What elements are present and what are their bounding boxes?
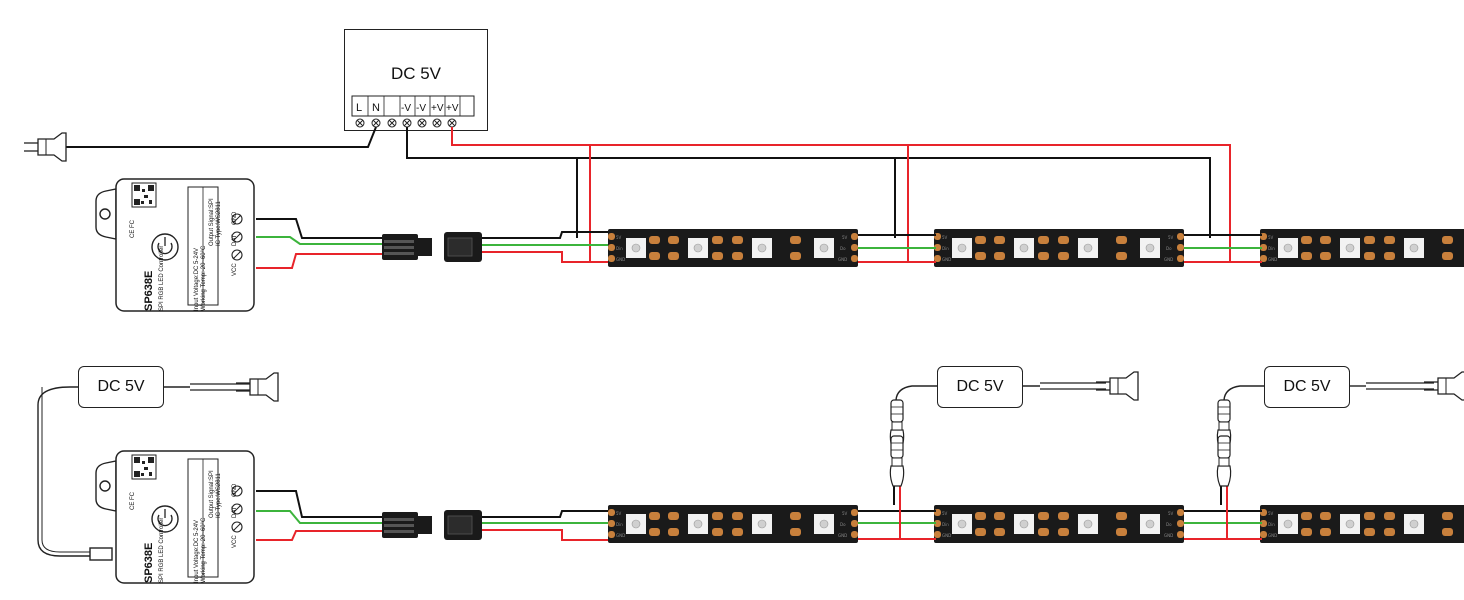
psu-terminal-n: N xyxy=(372,102,380,114)
adapter-box-3: DC 5V xyxy=(1264,366,1350,408)
controller-bottom-ic-type: IC Type:WS2811 xyxy=(216,473,222,518)
psu-terminal-pos2: +V xyxy=(446,103,459,114)
controller-top-labels: SP638E SPI RGB LED Controller Input Volt… xyxy=(130,198,238,311)
adapter-label-3: DC 5V xyxy=(1283,378,1331,395)
controller-top-wires xyxy=(256,218,610,269)
controller-bottom-subtitle: SPI RGB LED Controller xyxy=(159,518,165,583)
adapter-2-cables xyxy=(893,382,1106,539)
adapter-3-plug-icon xyxy=(1423,371,1464,401)
barrel-socket-2 xyxy=(889,435,905,487)
led-strip-bottom-3 xyxy=(1259,504,1464,544)
controller-bottom xyxy=(95,450,255,584)
adapter-2-plug-icon xyxy=(1095,371,1139,401)
adapter-label-1: DC 5V xyxy=(97,378,145,395)
bottom-jumpers xyxy=(858,510,1262,540)
controller-bottom-pin-dat: DAT xyxy=(232,506,238,518)
led-strip-top-2 xyxy=(933,228,1185,268)
psu-terminal-block: L N -V -V +V +V xyxy=(351,95,475,128)
controller-top-working-temp: Working Temp:-20~60°C xyxy=(201,245,207,311)
controller-bottom-input-voltage: Input Voltage:DC 5-24V xyxy=(194,520,200,583)
psu-terminal-neg2: -V xyxy=(416,103,426,114)
controller-top-output-signal: Output Signal:SPI xyxy=(209,198,215,246)
adapter-3-cables xyxy=(1220,382,1434,539)
controller-bottom-pin-gnd: GND xyxy=(232,483,238,497)
controller-top-model: SP638E xyxy=(143,271,155,311)
controller-top-ic-type: IC Type:WS2811 xyxy=(216,201,222,246)
controller-top-subtitle: SPI RGB LED Controller xyxy=(159,246,165,311)
controller-bottom-labels: SP638E SPI RGB LED Controller Input Volt… xyxy=(130,470,238,583)
adapter-label-2: DC 5V xyxy=(956,378,1004,395)
psu-terminal-l: L xyxy=(356,102,362,114)
jst-connector-bottom xyxy=(381,509,483,541)
adapter-1-cables xyxy=(37,383,250,561)
controller-top-pin-gnd: GND xyxy=(232,211,238,225)
led-strip-top-1 xyxy=(607,228,859,268)
ac-input-cable xyxy=(23,126,377,162)
led-strip-top-3 xyxy=(1259,228,1464,268)
controller-bottom-output-signal: Output Signal:SPI xyxy=(209,470,215,518)
controller-top xyxy=(95,178,255,312)
top-power-wires xyxy=(406,127,1231,262)
controller-bottom-pin-vcc: VCC xyxy=(232,535,238,548)
led-strip-bottom-1 xyxy=(607,504,859,544)
controller-bottom-model: SP638E xyxy=(143,543,155,583)
controller-bottom-working-temp: Working Temp:-20~60°C xyxy=(201,517,207,583)
ac-plug-icon xyxy=(23,132,67,162)
adapter-1-plug-icon xyxy=(235,372,279,402)
controller-top-cert: CE FC xyxy=(130,219,136,238)
controller-bottom-cert: CE FC xyxy=(130,491,136,510)
controller-top-input-voltage: Input Voltage:DC 5-24V xyxy=(194,248,200,311)
adapter-box-2: DC 5V xyxy=(937,366,1023,408)
controller-top-pin-vcc: VCC xyxy=(232,263,238,276)
barrel-socket-3 xyxy=(1216,435,1232,487)
led-strip-bottom-2 xyxy=(933,504,1185,544)
main-psu-label: DC 5V xyxy=(390,64,442,83)
top-jumpers xyxy=(858,234,1262,263)
controller-top-pin-dat: DAT xyxy=(232,234,238,246)
psu-terminal-pos1: +V xyxy=(431,103,444,114)
controller-bottom-wires xyxy=(256,490,610,541)
jst-connector-top xyxy=(381,231,483,263)
adapter-box-1: DC 5V xyxy=(78,366,164,408)
psu-terminal-neg1: -V xyxy=(401,103,411,114)
